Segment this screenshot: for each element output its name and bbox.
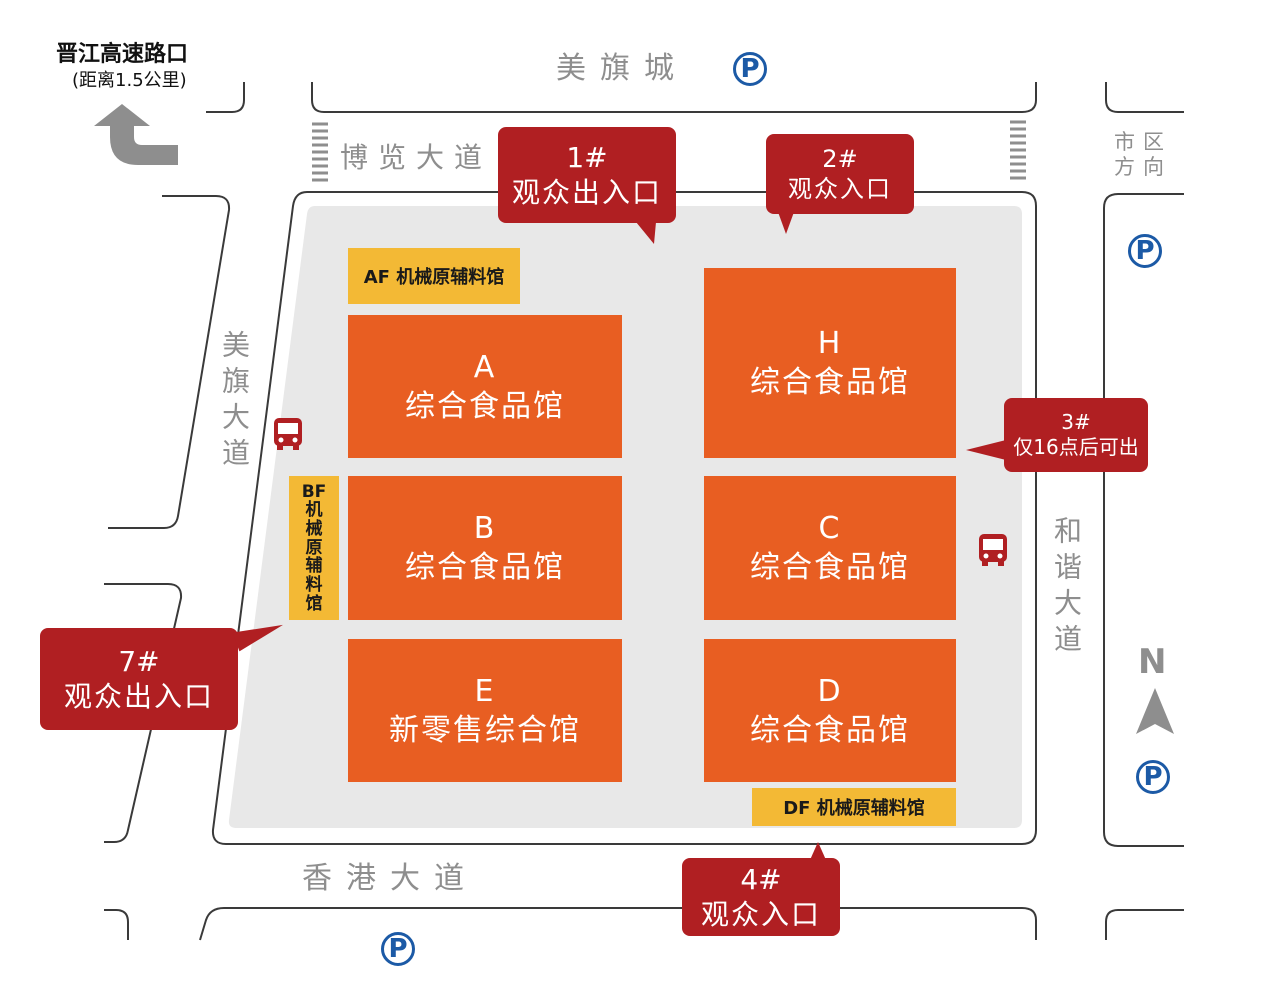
hall-a-code: A [473, 349, 497, 385]
entrance-4-label: 观众入口 [700, 898, 821, 931]
road-label-east: 和谐大道 [1050, 516, 1083, 660]
bus-icon-east [979, 534, 1007, 566]
road-label-meiqicheng: 美旗城 [556, 51, 688, 86]
entrance-3-number: 3# [1061, 410, 1091, 434]
entrance-4-number: 4# [740, 863, 782, 896]
hall-c[interactable]: C 综合食品馆 [704, 476, 956, 620]
parking-icon-south: P [381, 932, 415, 966]
entrance-4-callout[interactable]: 4# 观众入口 [682, 858, 840, 936]
road-edge-ne [1105, 82, 1184, 113]
entrance-1-label: 观众出入口 [511, 176, 662, 209]
hall-d-name: 综合食品馆 [750, 712, 910, 748]
hall-h-name: 综合食品馆 [750, 365, 910, 400]
hall-b-code: B [473, 511, 497, 546]
sub-hall-bf-code: BF [301, 481, 327, 502]
exit-sign-title: 晋江高速路口 [56, 42, 189, 67]
turn-arrow-icon [94, 104, 178, 165]
entrance-7-number: 7# [118, 645, 160, 678]
hall-e-code: E [474, 673, 496, 709]
hall-h[interactable]: H 综合食品馆 [704, 268, 956, 458]
sub-hall-bf[interactable]: BF 机 械 原 辅 料 馆 [289, 476, 339, 620]
road-edge-north [311, 82, 1037, 113]
entrance-7-callout[interactable]: 7# 观众出入口 [40, 628, 238, 730]
sub-hall-df[interactable]: DF 机械原辅料馆 [752, 788, 956, 826]
entrance-1-number: 1# [566, 141, 608, 174]
hall-h-code: H [817, 326, 843, 361]
road-label-city-direction: 市区方向 [1114, 130, 1172, 180]
hall-c-name: 综合食品馆 [750, 550, 910, 585]
hall-a[interactable]: A 综合食品馆 [348, 315, 622, 458]
hall-b[interactable]: B 综合食品馆 [348, 476, 622, 620]
entrance-2-pointer [778, 212, 794, 234]
entrance-3-callout[interactable]: 3# 仅16点后可出 [1004, 398, 1148, 472]
hall-d-code: D [817, 673, 843, 709]
road-edge-south [199, 907, 1037, 941]
road-edge-se [1105, 909, 1184, 940]
sub-hall-bf-char: 辅 [305, 556, 323, 577]
parking-icon-east-top: P [1128, 234, 1162, 268]
sub-hall-bf-char: 原 [305, 537, 323, 558]
hall-e-name: 新零售综合馆 [389, 712, 581, 748]
entrance-3-pointer [966, 440, 1006, 460]
hall-d[interactable]: D 综合食品馆 [704, 639, 956, 782]
road-label-south: 香港大道 [302, 861, 478, 896]
sub-hall-bf-char: 机 [305, 500, 323, 521]
road-edge-west-1 [108, 195, 231, 529]
sub-hall-bf-char: 料 [305, 575, 323, 596]
entrance-2-label: 观众入口 [788, 175, 892, 203]
parking-icon-north: P [733, 52, 767, 86]
sub-hall-af[interactable]: AF 机械原辅料馆 [348, 248, 520, 304]
entrance-7-label: 观众出入口 [63, 680, 214, 713]
road-edge-east [1103, 193, 1184, 847]
entrance-3-label: 仅16点后可出 [1013, 435, 1139, 459]
entrance-2-number: 2# [822, 145, 858, 173]
parking-icon-east-bottom: P [1136, 760, 1170, 794]
bus-icon-west [274, 418, 302, 450]
sub-hall-bf-char: 械 [305, 518, 323, 539]
entrance-4-pointer [810, 842, 826, 860]
entrance-1-callout[interactable]: 1# 观众出入口 [498, 127, 676, 223]
road-edge-exit [206, 82, 245, 113]
road-edge-sw [104, 909, 129, 940]
hall-b-name: 综合食品馆 [405, 550, 565, 585]
hall-e[interactable]: E 新零售综合馆 [348, 639, 622, 782]
venue-outline [211, 191, 1037, 845]
compass-north-label: N [1138, 642, 1167, 682]
north-arrow-icon [1136, 688, 1174, 734]
hall-c-code: C [818, 511, 842, 546]
entrance-2-callout[interactable]: 2# 观众入口 [766, 134, 914, 214]
sub-hall-bf-char: 馆 [305, 593, 323, 614]
road-label-west: 美旗大道 [218, 330, 251, 474]
hall-a-name: 综合食品馆 [405, 388, 565, 424]
road-label-north: 博览大道 [340, 141, 493, 174]
exit-sign-distance: (距离1.5公里) [72, 70, 187, 91]
